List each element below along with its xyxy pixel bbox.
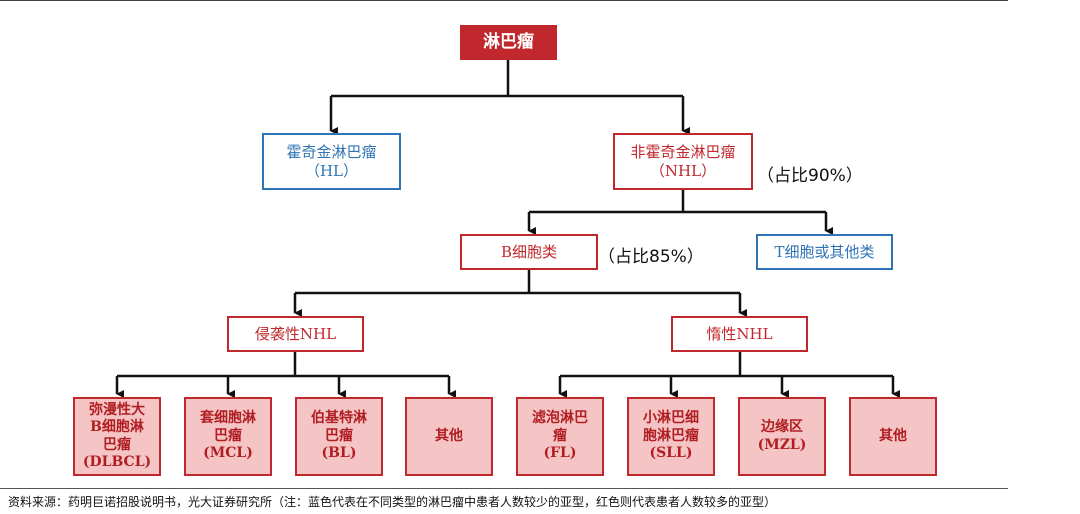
node-hl-abbr: （HL） — [304, 161, 359, 180]
node-non-hodgkin-lymphoma: 非霍奇金淋巴瘤 （NHL） — [613, 133, 753, 190]
node-aggressive-label: 侵袭性NHL — [254, 324, 337, 343]
source-divider — [0, 488, 1008, 489]
node-aggressive-other: 其他 — [405, 397, 493, 476]
subtype-line: 边缘区 — [761, 419, 803, 435]
node-b-cell-label: B细胞类 — [500, 242, 558, 261]
subtype-line: (MCL) — [203, 445, 253, 462]
node-fl: 滤泡淋巴 瘤 (FL) — [516, 397, 604, 476]
node-sll: 小淋巴细 胞淋巴瘤 (SLL) — [627, 397, 715, 476]
node-nhl-name: 非霍奇金淋巴瘤 — [630, 142, 736, 161]
subtype-line: (MZL) — [757, 436, 807, 453]
subtype-line: 其他 — [879, 427, 907, 444]
node-t-cell-or-other: T细胞或其他类 — [756, 234, 893, 270]
subtype-line: (SLL) — [649, 445, 693, 462]
bcell-share-label: （占比85%） — [598, 247, 704, 267]
node-nhl-abbr: （NHL） — [649, 161, 717, 180]
subtype-line: 弥漫性大 — [89, 401, 145, 418]
subtype-line: 套细胞淋 — [200, 410, 256, 427]
subtype-line: (FL) — [543, 445, 577, 462]
node-indolent-nhl: 惰性NHL — [671, 316, 808, 352]
subtype-line: 瘤 — [553, 427, 567, 444]
node-t-cell-label: T细胞或其他类 — [774, 242, 875, 261]
subtype-line: 巴瘤 — [325, 427, 353, 444]
source-note: 资料来源：药明巨诺招股说明书，光大证券研究所（注：蓝色代表在不同类型的淋巴瘤中患… — [8, 495, 777, 509]
node-bl: 伯基特淋 巴瘤 (BL) — [295, 397, 383, 476]
subtype-line: (BL) — [321, 445, 357, 462]
subtype-line: (DLBCL) — [82, 454, 152, 470]
subtype-line: 滤泡淋巴 — [532, 410, 588, 427]
subtype-line: B细胞淋 — [90, 419, 144, 435]
node-b-cell: B细胞类 — [460, 234, 598, 270]
node-lymphoma-label: 淋巴瘤 — [483, 31, 534, 52]
node-lymphoma: 淋巴瘤 — [460, 25, 557, 60]
nhl-share-label: （占比90%） — [757, 166, 863, 186]
node-aggressive-nhl: 侵袭性NHL — [227, 316, 364, 352]
node-hl-name: 霍奇金淋巴瘤 — [286, 142, 377, 161]
subtype-line: 小淋巴细 — [643, 410, 699, 427]
subtype-line: 巴瘤 — [214, 427, 242, 444]
node-dlbcl: 弥漫性大 B细胞淋 巴瘤 (DLBCL) — [73, 397, 161, 476]
node-indolent-label: 惰性NHL — [706, 324, 773, 343]
node-mzl: 边缘区 (MZL) — [738, 397, 826, 476]
node-hodgkin-lymphoma: 霍奇金淋巴瘤 （HL） — [262, 133, 401, 190]
subtype-line: 其他 — [435, 427, 463, 444]
top-rule — [0, 0, 1008, 1]
node-indolent-other: 其他 — [849, 397, 937, 476]
node-mcl: 套细胞淋 巴瘤 (MCL) — [184, 397, 272, 476]
subtype-line: 伯基特淋 — [311, 410, 367, 427]
subtype-line: 巴瘤 — [103, 436, 131, 453]
subtype-line: 胞淋巴瘤 — [643, 427, 699, 444]
